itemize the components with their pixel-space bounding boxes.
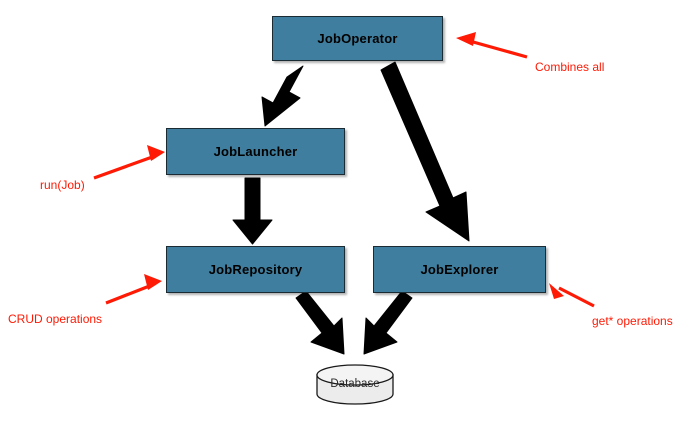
annotation-crud-operations: CRUD operations: [8, 312, 103, 326]
node-job-operator-label: JobOperator: [317, 31, 398, 46]
node-database-label: Database: [330, 378, 380, 390]
edge-operator-to-explorer: [380, 61, 470, 242]
edge-operator-to-launcher: [261, 65, 304, 127]
edge-launcher-to-repository: [232, 177, 273, 245]
annotation-get-operations: get* operations: [592, 314, 673, 328]
annotation-run-job: run(Job): [40, 178, 85, 192]
edge-explorer-to-database: [363, 290, 413, 355]
database-cylinder-shape: [316, 364, 394, 405]
annotation-arrow-crud-operations: [105, 274, 162, 305]
node-job-launcher[interactable]: JobLauncher: [166, 128, 345, 175]
annotation-combines-all: Combines all: [535, 60, 605, 74]
node-job-explorer[interactable]: JobExplorer: [373, 246, 546, 293]
annotation-arrow-run-job: [93, 145, 165, 180]
annotation-arrow-combines-all: [456, 32, 528, 59]
node-job-launcher-label: JobLauncher: [213, 144, 298, 159]
annotation-arrow-get-operations: [549, 283, 595, 308]
node-job-repository-label: JobRepository: [208, 262, 303, 277]
edge-repository-to-database: [295, 290, 345, 355]
node-job-operator[interactable]: JobOperator: [272, 16, 443, 61]
node-job-explorer-label: JobExplorer: [420, 262, 499, 277]
node-job-repository[interactable]: JobRepository: [166, 246, 345, 293]
